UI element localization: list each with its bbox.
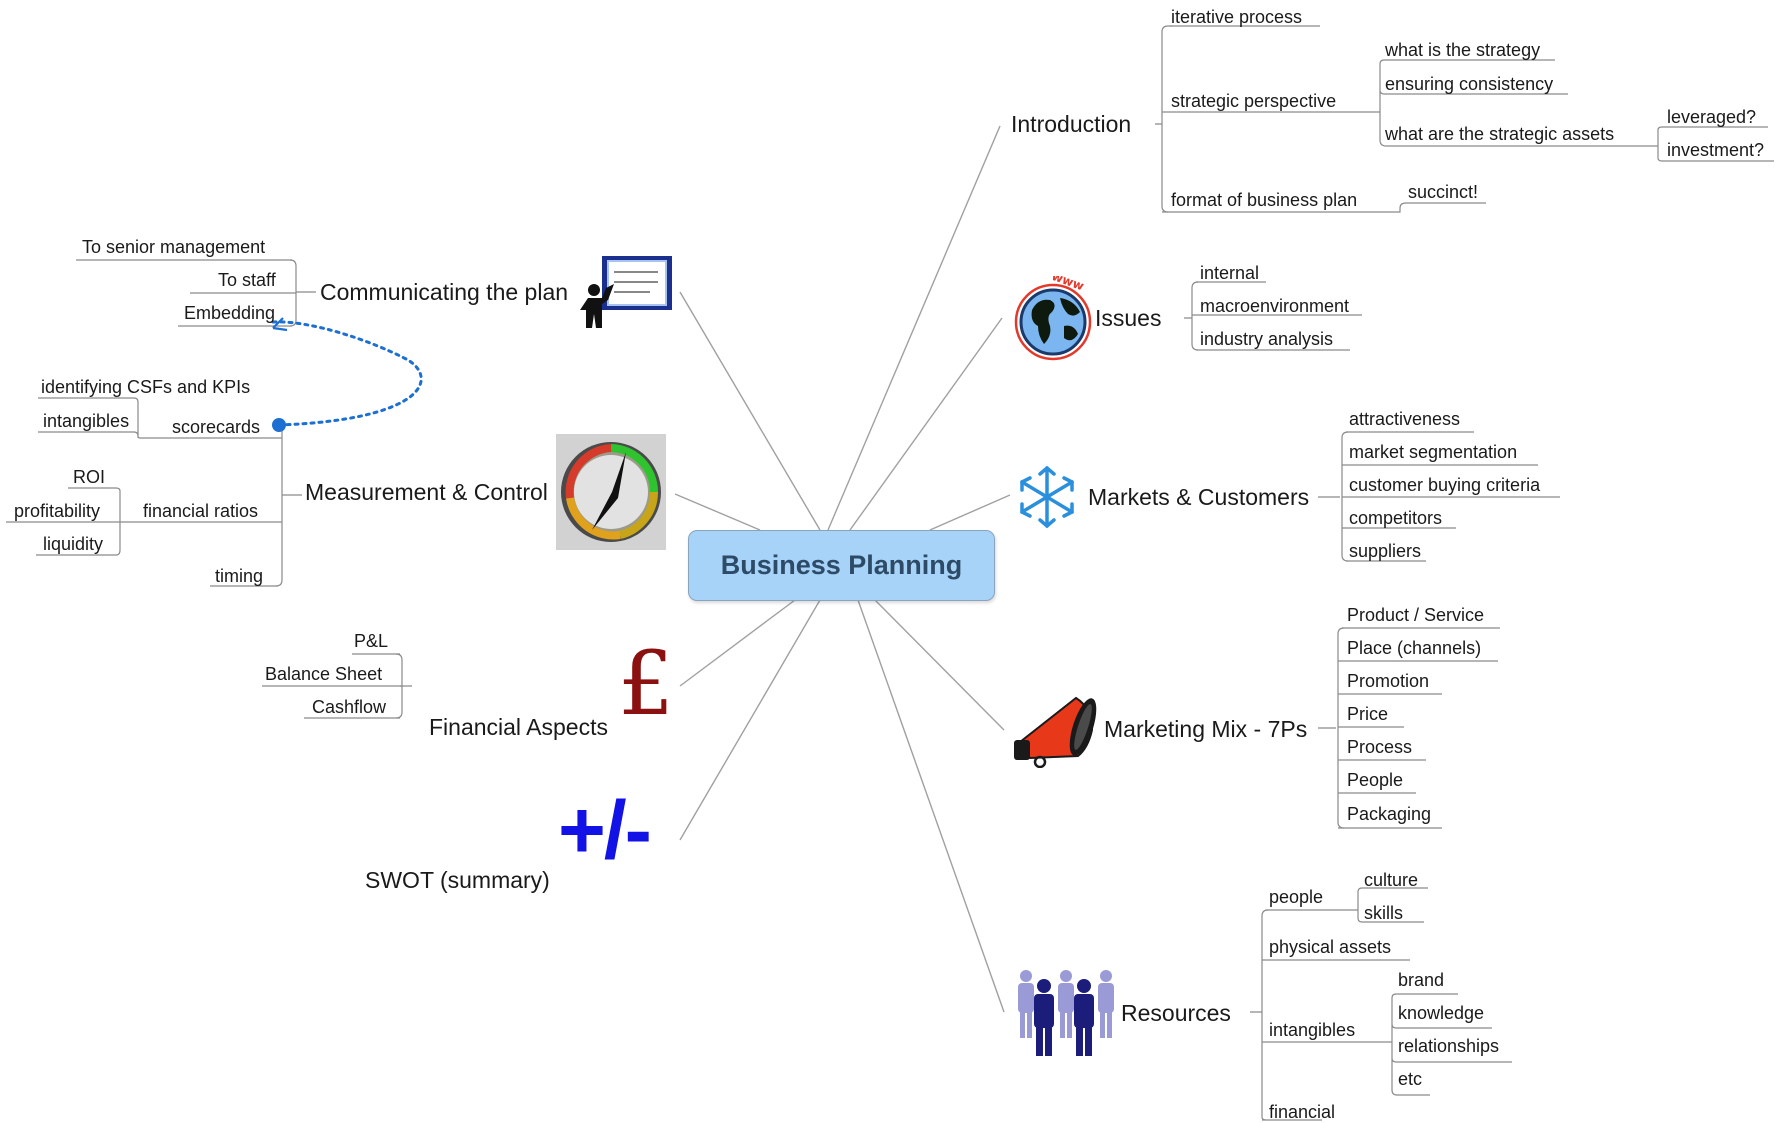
topic-issues[interactable]: Issues <box>1095 305 1162 331</box>
topic-strategy[interactable]: what is the strategy <box>1385 40 1541 60</box>
topic-skills[interactable]: skills <box>1364 903 1403 923</box>
topic-cashflow[interactable]: Cashflow <box>312 697 387 717</box>
topic-buying-criteria[interactable]: customer buying criteria <box>1349 475 1541 495</box>
globe-www-icon: www <box>1014 269 1094 371</box>
topic-relationships[interactable]: relationships <box>1398 1036 1500 1056</box>
topic-culture[interactable]: culture <box>1364 870 1419 890</box>
topic-packaging[interactable]: Packaging <box>1347 804 1432 824</box>
topic-meas-intangibles[interactable]: intangibles <box>43 411 130 431</box>
topic-measurement[interactable]: Measurement & Control <box>305 479 548 505</box>
topic-markets-customers[interactable]: Markets & Customers <box>1088 484 1310 510</box>
topic-process[interactable]: Process <box>1347 737 1413 757</box>
topic-consistency[interactable]: ensuring consistency <box>1385 74 1554 94</box>
topic-brand[interactable]: brand <box>1398 970 1445 990</box>
topic-leveraged[interactable]: leveraged? <box>1667 107 1757 127</box>
topic-promotion[interactable]: Promotion <box>1347 671 1430 691</box>
topic-embedding[interactable]: Embedding <box>184 303 276 323</box>
topic-to-staff[interactable]: To staff <box>218 270 276 290</box>
central-topic[interactable]: Business Planning <box>688 530 995 601</box>
topic-res-intangibles[interactable]: intangibles <box>1269 1020 1356 1040</box>
topic-resources[interactable]: Resources <box>1121 1000 1231 1026</box>
topic-attractiveness[interactable]: attractiveness <box>1349 409 1461 429</box>
people-group-icon <box>1012 968 1120 1063</box>
topic-profitability[interactable]: profitability <box>14 501 101 521</box>
pound-sign-icon: £ <box>618 632 674 735</box>
topic-physical-assets[interactable]: physical assets <box>1269 937 1392 957</box>
topic-investment[interactable]: investment? <box>1667 140 1765 160</box>
topic-timing[interactable]: timing <box>215 566 264 586</box>
topic-iterative-process[interactable]: iterative process <box>1171 7 1303 27</box>
topic-scorecards[interactable]: scorecards <box>172 417 261 437</box>
central-topic-label: Business Planning <box>720 550 963 580</box>
topic-place[interactable]: Place (channels) <box>1347 638 1482 658</box>
topic-price[interactable]: Price <box>1347 704 1389 724</box>
topic-csfs-kpis[interactable]: identifying CSFs and KPIs <box>41 377 251 397</box>
topic-people[interactable]: People <box>1347 770 1404 790</box>
snowflake-arrows-icon <box>1014 464 1080 535</box>
topic-industry-analysis[interactable]: industry analysis <box>1200 329 1334 349</box>
topic-internal[interactable]: internal <box>1200 263 1260 283</box>
topic-balance-sheet[interactable]: Balance Sheet <box>265 664 383 684</box>
topic-product-service[interactable]: Product / Service <box>1347 605 1485 625</box>
topic-market-segmentation[interactable]: market segmentation <box>1349 442 1518 462</box>
topic-communicating[interactable]: Communicating the plan <box>320 279 569 305</box>
topic-suppliers[interactable]: suppliers <box>1349 541 1422 561</box>
topic-competitors[interactable]: competitors <box>1349 508 1443 528</box>
megaphone-icon <box>1010 690 1100 773</box>
gauge-icon <box>556 434 666 555</box>
topic-financial-aspects[interactable]: Financial Aspects <box>429 714 608 740</box>
topic-financial-ratios[interactable]: financial ratios <box>143 501 259 521</box>
topic-strategic-assets[interactable]: what are the strategic assets <box>1385 124 1615 144</box>
topic-res-people[interactable]: people <box>1269 887 1324 907</box>
topic-etc[interactable]: etc <box>1398 1069 1423 1089</box>
topic-succinct[interactable]: succinct! <box>1408 182 1479 202</box>
topic-strategic-perspective[interactable]: strategic perspective <box>1171 91 1337 111</box>
topic-res-financial[interactable]: financial <box>1269 1102 1336 1122</box>
topic-liquidity[interactable]: liquidity <box>43 534 104 554</box>
topic-senior-management[interactable]: To senior management <box>82 237 266 257</box>
topic-introduction[interactable]: Introduction <box>1011 111 1132 137</box>
plus-minus-icon: +/- <box>558 785 652 876</box>
topic-macroenvironment[interactable]: macroenvironment <box>1200 296 1350 316</box>
topic-marketing-mix[interactable]: Marketing Mix - 7Ps <box>1104 716 1308 742</box>
topic-roi[interactable]: ROI <box>73 467 106 487</box>
topic-knowledge[interactable]: knowledge <box>1398 1003 1485 1023</box>
presenter-icon <box>578 254 674 335</box>
topic-swot[interactable]: SWOT (summary) <box>365 867 550 893</box>
topic-pl[interactable]: P&L <box>354 631 389 651</box>
topic-format[interactable]: format of business plan <box>1171 190 1358 210</box>
